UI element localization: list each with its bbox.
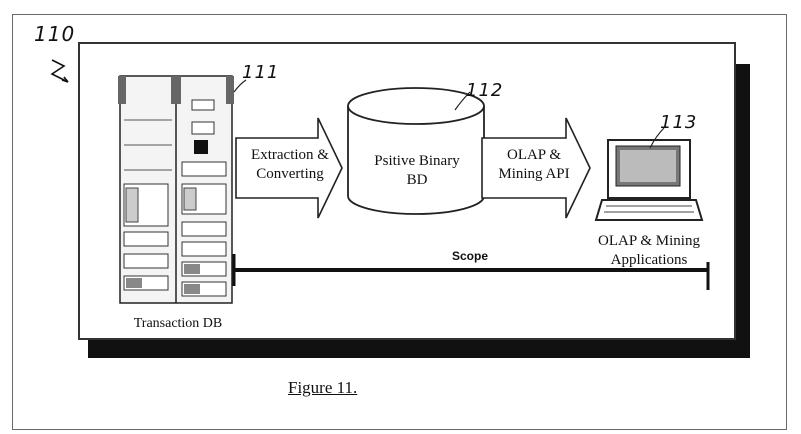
laptop-icon <box>594 139 704 221</box>
ref-111: 111 <box>242 62 280 83</box>
scope-label: Scope <box>452 249 489 263</box>
figure-ref-number: 110 <box>34 22 76 46</box>
database-cylinder-icon <box>347 87 485 215</box>
applications-label-line1: OLAP & Mining <box>598 233 700 249</box>
scope-bar <box>232 254 710 290</box>
ref-112: 112 <box>466 80 504 101</box>
olap-arrow-label: OLAP & Mining API <box>484 146 584 184</box>
extract-arrow-label: Extraction & Converting <box>238 146 342 184</box>
olap-label-line1: OLAP & <box>506 147 562 163</box>
binary-db-label-line1: Psitive Binary <box>374 153 460 169</box>
server-rack-icon <box>118 75 234 304</box>
extract-label-line2: Converting <box>256 166 324 182</box>
figure-caption: Figure 11. <box>288 378 358 397</box>
binary-db-label: Psitive Binary BD <box>352 152 482 190</box>
olap-label-line2: Mining API <box>498 166 570 182</box>
applications-label: OLAP & Mining Applications <box>574 232 724 270</box>
extract-arrow <box>235 117 343 219</box>
applications-label-line2: Applications <box>610 252 688 268</box>
ref-113: 113 <box>660 112 698 133</box>
extract-label-line1: Extraction & <box>251 147 329 163</box>
outer-frame <box>12 14 787 430</box>
binary-db-label-line2: BD <box>406 172 428 188</box>
transaction-db-label: Transaction DB <box>133 316 223 331</box>
olap-arrow <box>481 117 591 219</box>
